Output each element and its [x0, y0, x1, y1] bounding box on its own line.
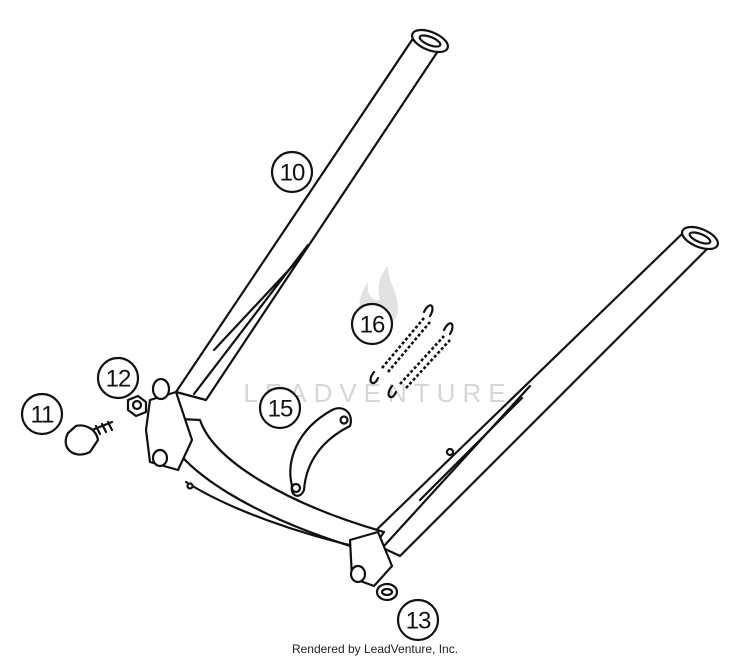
callout-15-label: 15	[268, 396, 293, 423]
callout-11-label: 11	[31, 402, 55, 429]
spring-bracket[interactable]	[289, 407, 352, 497]
render-credit: Rendered by LeadVenture, Inc.	[291, 642, 459, 656]
callout-15[interactable]: 15	[258, 386, 302, 430]
callout-13[interactable]: 13	[396, 598, 440, 642]
callout-11[interactable]: 11	[20, 392, 64, 436]
callout-16[interactable]: 16	[350, 302, 394, 346]
callout-12[interactable]: 12	[96, 356, 140, 400]
stand-frame[interactable]	[144, 26, 721, 588]
callout-10-label: 10	[280, 160, 305, 187]
callout-12-label: 12	[106, 366, 131, 393]
callout-10[interactable]: 10	[270, 150, 314, 194]
callout-16-label: 16	[360, 312, 385, 339]
callout-13-label: 13	[406, 608, 431, 635]
springs[interactable]	[369, 304, 454, 399]
rubber-bumper[interactable]	[64, 420, 114, 456]
nut-right[interactable]	[375, 582, 399, 602]
nut-left[interactable]	[126, 394, 148, 418]
